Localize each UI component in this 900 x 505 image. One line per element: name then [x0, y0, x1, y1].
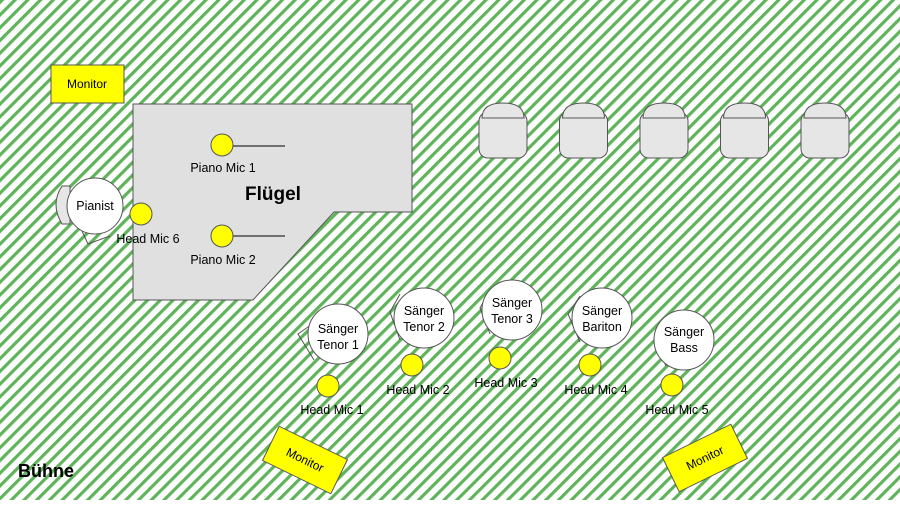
mic-label: Head Mic 1 — [300, 403, 363, 417]
pianist-label: Pianist — [76, 199, 114, 213]
monitor-speaker — [50, 64, 125, 104]
chairs-row — [478, 102, 850, 159]
chair-2[interactable] — [559, 102, 608, 159]
singer-voice: Tenor 3 — [491, 312, 533, 326]
mic-label: Head Mic 2 — [386, 383, 449, 397]
chair-backrest — [722, 102, 767, 119]
mic-icon — [316, 374, 340, 398]
mic-label: Piano Mic 1 — [190, 161, 255, 175]
monitor-bottom-left[interactable]: Monitor — [261, 425, 349, 495]
chair-seat — [559, 111, 608, 159]
singer-bass[interactable]: Sänger Bass — [653, 309, 715, 371]
mic-icon — [129, 202, 153, 226]
chair-seat — [720, 111, 769, 159]
singer-tenor-1[interactable]: Sänger Tenor 1 — [297, 303, 369, 365]
singer-icon — [653, 309, 715, 371]
piano-mic-2[interactable]: Piano Mic 2 — [190, 224, 285, 267]
singer-name: Sänger — [492, 296, 532, 310]
head-mic-6[interactable]: Head Mic 6 — [116, 202, 180, 246]
head-mic-1[interactable]: Head Mic 1 — [300, 374, 364, 417]
mic-label: Head Mic 4 — [564, 383, 627, 397]
stage-label: Bühne — [18, 461, 74, 481]
chair-backrest — [481, 102, 525, 119]
monitor-label: Monitor — [67, 77, 107, 91]
mic-icon — [210, 133, 234, 157]
singer-name: Sänger — [404, 304, 444, 318]
mic-label: Head Mic 5 — [645, 403, 708, 417]
singer-bariton[interactable]: Sänger Bariton — [567, 287, 633, 349]
mic-icon — [488, 346, 512, 370]
singer-icon — [393, 287, 455, 349]
chair-backrest — [561, 102, 606, 119]
singer-name: Sänger — [664, 325, 704, 339]
grand-piano-body — [132, 103, 413, 301]
head-mic-3[interactable]: Head Mic 3 — [474, 346, 538, 390]
monitor-top-left[interactable]: Monitor — [50, 64, 125, 104]
mic-label: Head Mic 3 — [474, 376, 537, 390]
mic-icon — [400, 353, 424, 377]
chair-5[interactable] — [800, 102, 850, 159]
singer-voice: Bariton — [582, 320, 622, 334]
monitor-bottom-right[interactable]: Monitor — [661, 423, 749, 493]
mic-icon — [210, 224, 234, 248]
head-mic-4[interactable]: Head Mic 4 — [564, 353, 628, 397]
singer-tenor-2[interactable]: Sänger Tenor 2 — [389, 287, 455, 349]
chair-4[interactable] — [720, 102, 769, 159]
singer-name: Sänger — [582, 304, 622, 318]
singer-icon — [571, 287, 633, 349]
singer-tenor-3[interactable]: Sänger Tenor 3 — [479, 279, 543, 341]
singer-name: Sänger — [318, 322, 358, 336]
grand-piano[interactable]: Flügel — [132, 103, 413, 301]
chair-3[interactable] — [639, 102, 689, 159]
singer-voice: Tenor 1 — [317, 338, 359, 352]
singer-icon — [481, 279, 543, 341]
chair-backrest — [803, 102, 847, 119]
piano-label: Flügel — [245, 184, 301, 205]
chair-seat — [639, 111, 689, 159]
head-mic-2[interactable]: Head Mic 2 — [386, 353, 450, 397]
mic-icon — [578, 353, 602, 377]
piano-mic-1[interactable]: Piano Mic 1 — [190, 133, 285, 175]
piano-bench — [55, 185, 71, 225]
monitor-speaker — [661, 423, 749, 493]
chair-seat — [800, 111, 850, 159]
mic-icon — [660, 373, 684, 397]
monitor-speaker — [261, 425, 349, 495]
mic-label: Piano Mic 2 — [190, 253, 255, 267]
chair-1[interactable] — [478, 102, 528, 159]
singer-voice: Bass — [670, 341, 698, 355]
pianist[interactable]: Pianist — [55, 177, 124, 245]
chair-backrest — [642, 102, 686, 119]
chair-seat — [478, 111, 528, 159]
pianist-icon — [66, 177, 124, 235]
singer-voice: Tenor 2 — [403, 320, 445, 334]
singer-icon — [307, 303, 369, 365]
head-mic-5[interactable]: Head Mic 5 — [645, 373, 709, 417]
mic-label: Head Mic 6 — [116, 232, 179, 246]
